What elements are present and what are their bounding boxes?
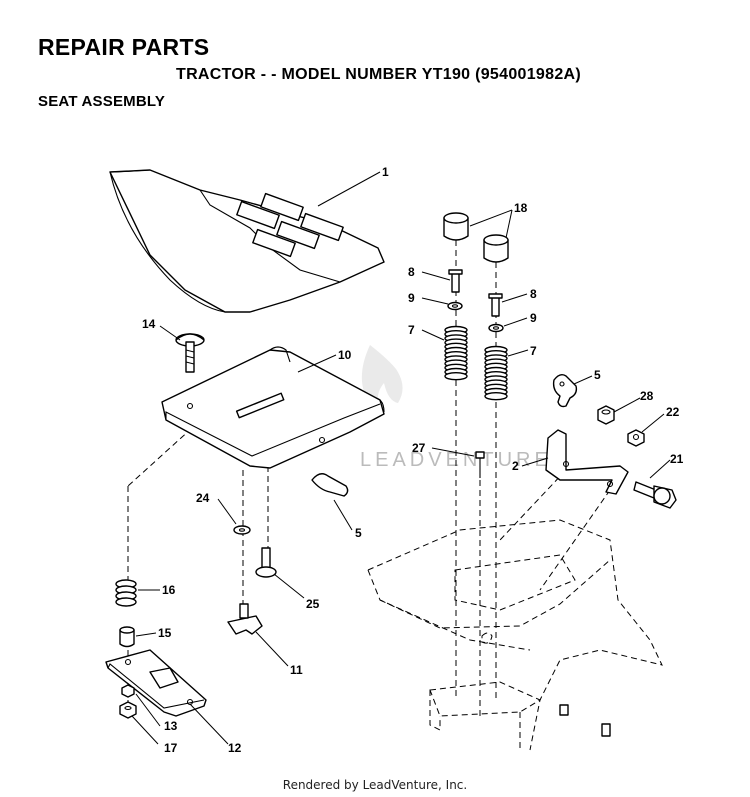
callout-1: 1 [382,165,389,179]
carriage-bolt-part-14 [175,333,205,373]
seat-part-1 [109,169,385,313]
callout-17: 17 [164,741,178,755]
spring-part-16 [115,579,137,607]
stud-part-25 [255,547,277,578]
leader-lines [131,171,671,745]
callout-16: 16 [162,583,176,597]
screw-part-27 [475,451,485,478]
callout-10: 10 [338,348,352,362]
page-title: REPAIR PARTS [38,34,210,60]
spring-coil [444,372,468,381]
callout-22: 22 [666,405,680,419]
callout-14: 14 [142,317,156,331]
callout-28: 28 [640,389,654,403]
callout-25: 25 [306,597,320,611]
callout-18: 18 [514,201,528,215]
knob-part-11 [227,603,263,635]
tractor-frame-outline [367,519,663,751]
nut-part-22 [627,429,645,447]
callout-labels: 1 18 8 8 9 9 7 7 14 10 5 28 22 27 2 21 2… [142,165,684,755]
callout-5-upper: 5 [594,368,601,382]
footer-credit: Rendered by LeadVenture, Inc. [282,778,468,792]
model-line: TRACTOR - - MODEL NUMBER YT190 (95400198… [176,66,582,83]
bracket-part-2 [545,429,629,495]
bushing-part-18 [443,212,509,263]
bolt-part-13 [121,684,135,698]
watermark-text: LEADVENTURE [360,449,552,471]
callout-11: 11 [290,663,303,677]
callout-15: 15 [158,626,172,640]
slide-plate-part-12 [105,649,207,717]
frame-hardware [559,704,611,737]
clip-part-5 [311,373,578,497]
nut-part-28 [597,405,615,425]
callout-9-right: 9 [530,311,537,325]
callout-8-right: 8 [530,287,537,301]
callout-27: 27 [412,441,426,455]
callout-7-right: 7 [530,344,537,358]
washer-part-24 [233,525,251,535]
spring-part-7 [444,325,508,401]
spring-coil [484,392,508,401]
callout-5-lower: 5 [355,526,362,540]
bolt-part-21 [633,481,677,509]
watermark-logo [361,345,403,409]
washer-part-9 [447,301,504,333]
pin-part-8 [448,269,503,317]
seat-pan-part-10 [161,346,385,469]
callout-13: 13 [164,719,178,733]
callout-8-left: 8 [408,265,415,279]
section-title: SEAT ASSEMBLY [38,93,166,110]
callout-2: 2 [512,459,519,473]
callout-21: 21 [670,452,684,466]
callout-7-left: 7 [408,323,415,337]
callout-24: 24 [196,491,210,505]
spacer-part-15 [119,626,135,648]
nut-part-17 [119,701,137,719]
callout-12: 12 [228,741,242,755]
alignment-lines [127,240,611,720]
callout-9-left: 9 [408,291,415,305]
